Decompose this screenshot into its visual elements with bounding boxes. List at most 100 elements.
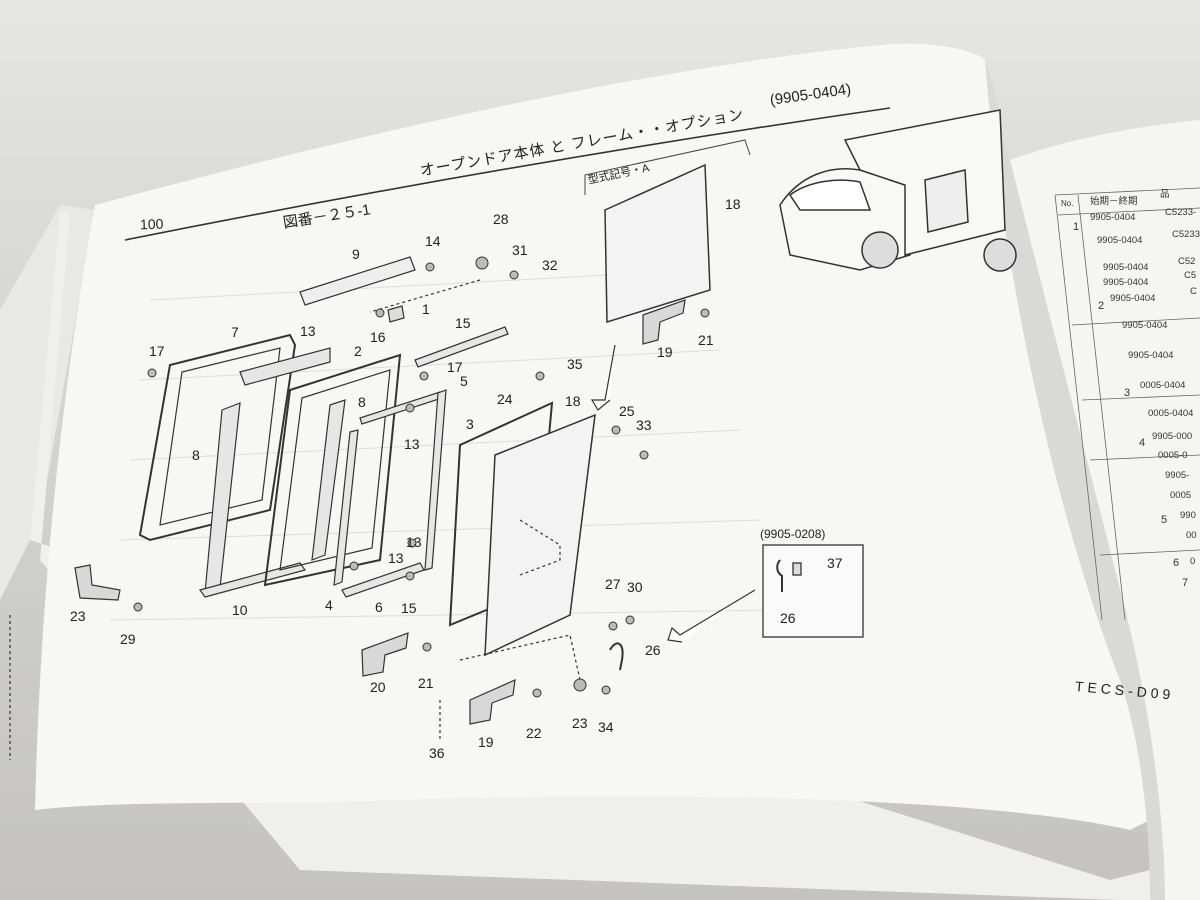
part-3-post [424,389,447,571]
truck-illustration [779,109,1017,272]
table-row-code: C5233- [1165,207,1197,218]
page-number: 100 [139,215,164,233]
table-row-date: 00 [1186,530,1197,541]
truck-door [924,169,969,233]
table-row-no: 2 [1098,300,1105,312]
part-19-hinge-top [642,299,686,345]
part-4-post [333,429,359,586]
callout-10: 10 [232,602,248,618]
callout-13c: 13 [388,550,404,566]
part-11-panel [299,256,416,306]
callout-13b: 13 [406,534,422,550]
callout-6: 6 [375,599,383,615]
callout-20: 20 [370,679,386,695]
callout-16: 16 [370,329,386,345]
table-row-date: 9905-0404 [1097,235,1143,246]
callout-14: 14 [425,233,441,249]
callout-1: 1 [422,301,430,317]
callout-13a: 13 [404,436,420,452]
table-row-code: C52 [1178,256,1196,267]
callout-26b: 26 [780,610,796,626]
table-row-no: 6 [1173,557,1180,569]
table-row-no: 1 [1073,221,1080,233]
callout-8b: 8 [192,447,200,463]
callout-31: 31 [512,242,528,258]
dash-line-c [459,634,581,681]
callout-24: 24 [497,391,513,407]
callout-27: 27 [605,576,621,592]
table-row-date: 0 [1190,556,1196,567]
part-9-bar [239,347,331,386]
callout-37: 37 [827,555,843,571]
table-header-item: 品 [1160,189,1170,200]
table-row-code: C5233 [1172,229,1200,240]
callout-21c: 22 [526,725,542,741]
part-7-frame [138,333,297,542]
table-row-no: 7 [1182,577,1189,589]
part-2-frame [263,353,402,587]
part-7-frame-inner [159,347,281,526]
callout-3: 3 [466,416,474,432]
dash-line-a [369,279,481,313]
table-row-date: 9905-0404 [1122,320,1168,331]
callout-34: 34 [598,719,614,735]
inset-code: (9905-0208) [760,527,826,541]
part-1-clip [387,305,405,323]
inset-box [762,544,864,638]
callout-33: 33 [636,417,652,433]
callout-36: 36 [429,745,445,761]
door-assembly-drawing [9,163,756,760]
callout-12: 15 [455,315,471,331]
table-row-date: 0005-0404 [1148,408,1194,419]
part-12-rail [414,326,509,368]
callout-19b: 19 [478,734,494,750]
callout-25: 25 [619,403,635,419]
model-bracket [584,139,751,195]
part-26-handle [609,642,624,671]
callout-35: 35 [567,356,583,372]
callout-22: 23 [70,608,86,624]
callout-21a: 21 [698,332,714,348]
callout-30: 30 [627,579,643,595]
table-row-no: 3 [1124,387,1131,399]
page-curl [985,60,1165,900]
part-18-top-panel [604,163,711,324]
callout-18a: 18 [565,393,581,409]
table-row-date: 9905- [1165,470,1190,481]
fasteners [133,256,710,698]
part-18-door-panel [484,413,596,657]
callout-19a: 19 [657,344,673,360]
table-row-code: C5 [1184,270,1197,281]
part-6-rail [341,562,425,598]
callout-7: 7 [231,324,239,340]
table-row-code: C [1190,286,1197,297]
part-22-bracket [74,564,121,601]
part-8-post-b [311,399,346,561]
callout-21b: 21 [418,675,434,691]
callout-23: 23 [572,715,588,731]
arrow-to-18 [590,344,616,411]
callout-8a: 8 [358,394,366,410]
callout-29: 29 [120,631,136,647]
callout-2: 2 [354,343,362,359]
callout-26a: 26 [645,642,661,658]
background-text-faint [109,269,781,621]
truck-wheel-rear [983,238,1017,272]
table-row-date: 9905-0404 [1110,293,1156,304]
callout-18b: 18 [725,196,741,212]
callout-32: 32 [542,257,558,273]
callout-9: 13 [300,323,316,339]
table-row-date: 0005-0404 [1140,380,1186,391]
dash-line-b [519,519,561,576]
callout-15: 15 [401,600,417,616]
table-row-no: 4 [1139,437,1146,449]
table-row-date: 0005-0 [1158,450,1188,461]
part-19-hinge [469,679,516,725]
table-row-date: 9905-0404 [1090,212,1136,223]
table-row-date: 990 [1180,510,1196,521]
callout-5: 5 [460,373,468,389]
callout-4: 4 [325,597,333,613]
arrow-to-26 [667,589,756,643]
part-20-hinge [361,632,409,677]
